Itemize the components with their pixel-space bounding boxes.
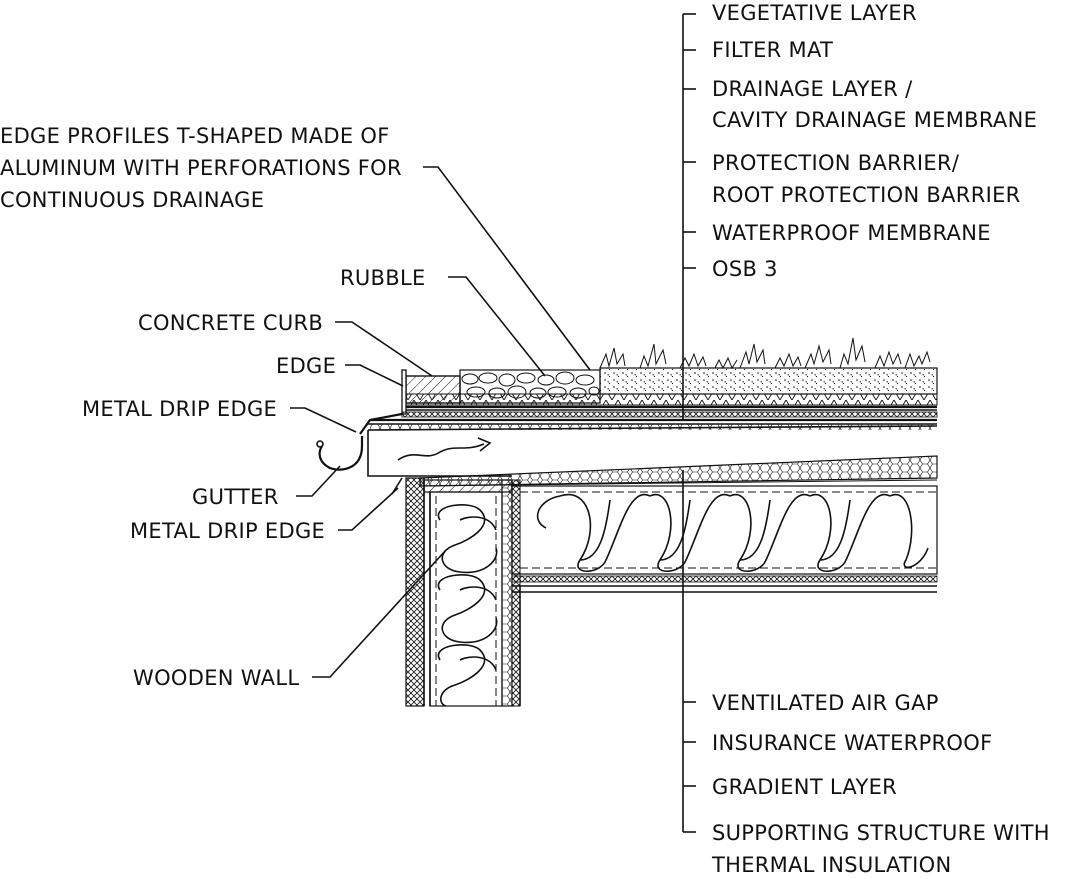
- ventilation-arrow-icon: [397, 437, 492, 461]
- label-filter-mat: FILTER MAT: [712, 38, 833, 62]
- label-edge-profiles-2: ALUMINUM WITH PERFORATIONS FOR: [0, 156, 402, 180]
- drainage-layer-fill: [405, 393, 938, 406]
- top-deck-hex: [370, 424, 937, 430]
- label-edge: EDGE: [276, 354, 336, 378]
- label-insurance-waterproof: INSURANCE WATERPROOF: [712, 731, 992, 755]
- label-wooden-wall: WOODEN WALL: [133, 666, 299, 690]
- label-ventilated-air-gap: VENTILATED AIR GAP: [712, 691, 939, 715]
- wooden-wall-shape: [405, 477, 521, 707]
- roof-insulation-zone: [511, 485, 938, 575]
- vegetative-layer-fill: [599, 367, 938, 395]
- label-supporting-structure-1: SUPPORTING STRUCTURE WITH: [712, 821, 1050, 845]
- label-drainage-layer-2: CAVITY DRAINAGE MEMBRANE: [712, 108, 1037, 132]
- roof-buildup: [316, 337, 938, 593]
- metal-drip-edge-top-shape: [359, 412, 937, 435]
- label-metal-drip-edge-top: METAL DRIP EDGE: [82, 397, 277, 421]
- label-osb: OSB 3: [712, 257, 778, 281]
- edge-profile-shape: [401, 369, 407, 415]
- gutter-shape: [318, 436, 364, 471]
- label-gradient-layer: GRADIENT LAYER: [712, 775, 897, 799]
- leader-lines: [290, 13, 696, 833]
- roof-insulation-loops: [536, 493, 929, 572]
- label-protection-barrier-2: ROOT PROTECTION BARRIER: [712, 183, 1021, 207]
- label-drainage-layer-1: DRAINAGE LAYER /: [712, 77, 913, 101]
- label-protection-barrier-1: PROTECTION BARRIER/: [712, 151, 960, 175]
- label-gutter: GUTTER: [192, 485, 279, 509]
- label-edge-profiles-3: CONTINUOUS DRAINAGE: [0, 188, 264, 212]
- label-rubble: RUBBLE: [340, 266, 426, 290]
- label-edge-profiles-1: EDGE PROFILES T-SHAPED MADE OF: [0, 124, 390, 148]
- label-concrete-curb: CONCRETE CURB: [138, 311, 323, 335]
- label-waterproof-membrane: WATERPROOF MEMBRANE: [712, 221, 991, 245]
- label-vegetative-layer: VEGETATIVE LAYER: [712, 1, 917, 25]
- label-supporting-structure-2: THERMAL INSULATION: [711, 853, 952, 877]
- osb-layer: [401, 411, 938, 418]
- label-metal-drip-edge-bottom: METAL DRIP EDGE: [130, 519, 325, 543]
- vegetation: [599, 337, 931, 370]
